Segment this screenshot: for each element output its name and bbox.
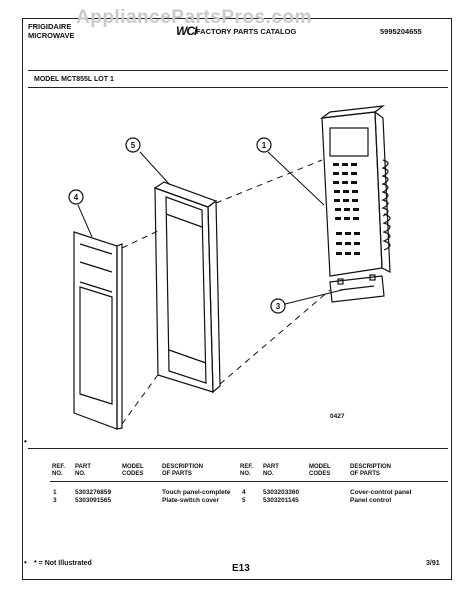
not-illustrated-note: * = Not Illustrated <box>34 560 92 567</box>
callout-5: 5 <box>131 141 136 150</box>
row-description: Plate-switch cover <box>162 497 220 504</box>
row-ref: 3 <box>53 497 57 504</box>
brand-block: FRIGIDAIRE MICROWAVE <box>28 22 75 40</box>
page-border <box>22 18 452 580</box>
callout-circle-4 <box>68 189 84 205</box>
watermark: AppliancePartsPros.com <box>76 7 312 28</box>
row-part-no: 5303276859 <box>75 489 112 496</box>
diagram-code: 0427 <box>330 413 345 420</box>
model-rule <box>28 87 448 88</box>
plate-switch-cover-drawing <box>329 274 385 303</box>
revision-date: 3/91 <box>426 560 440 567</box>
model-line: MODEL MCT855L LOT 1 <box>34 76 114 83</box>
brand-line-2: MICROWAVE <box>28 31 75 40</box>
callout-circle-5 <box>125 137 141 153</box>
row-part-no: 5303091565 <box>75 497 112 504</box>
callout-1: 1 <box>262 141 267 150</box>
row-ref: 4 <box>242 489 246 496</box>
header-rule <box>28 70 448 71</box>
edge-mark-bottom: • <box>24 558 27 567</box>
document-number: 5995204655 <box>380 27 422 36</box>
edge-mark: • <box>24 437 27 446</box>
page-number: E13 <box>232 563 250 574</box>
brand-line-1: FRIGIDAIRE <box>28 22 72 31</box>
wci-logo: WCI <box>176 24 197 38</box>
assembly-lines <box>121 159 331 425</box>
panel-control-frame-drawing <box>153 181 221 394</box>
callout-circle-3 <box>270 298 286 314</box>
row-description: Touch panel-complete <box>162 489 231 496</box>
table-header-rule <box>50 481 448 482</box>
row-ref: 5 <box>242 497 246 504</box>
header-ref-no-left: REF.NO. <box>52 464 66 477</box>
callout-4: 4 <box>74 193 79 202</box>
table-top-rule <box>28 448 448 449</box>
cover-control-panel-drawing <box>73 231 123 430</box>
row-ref: 1 <box>53 489 57 496</box>
row-part-no: 5303203360 <box>263 489 300 496</box>
row-part-no: 5303201145 <box>263 497 299 504</box>
catalog-title: FACTORY PARTS CATALOG <box>196 27 297 36</box>
row-description: Panel control <box>350 497 392 504</box>
row-description: Cover-control panel <box>350 489 412 496</box>
callout-circle-1 <box>256 137 272 153</box>
callout-3: 3 <box>276 302 281 311</box>
header-ref-no-right: REF.NO. <box>240 464 254 477</box>
touch-panel-keypad <box>333 163 360 255</box>
leader-lines <box>77 151 343 305</box>
